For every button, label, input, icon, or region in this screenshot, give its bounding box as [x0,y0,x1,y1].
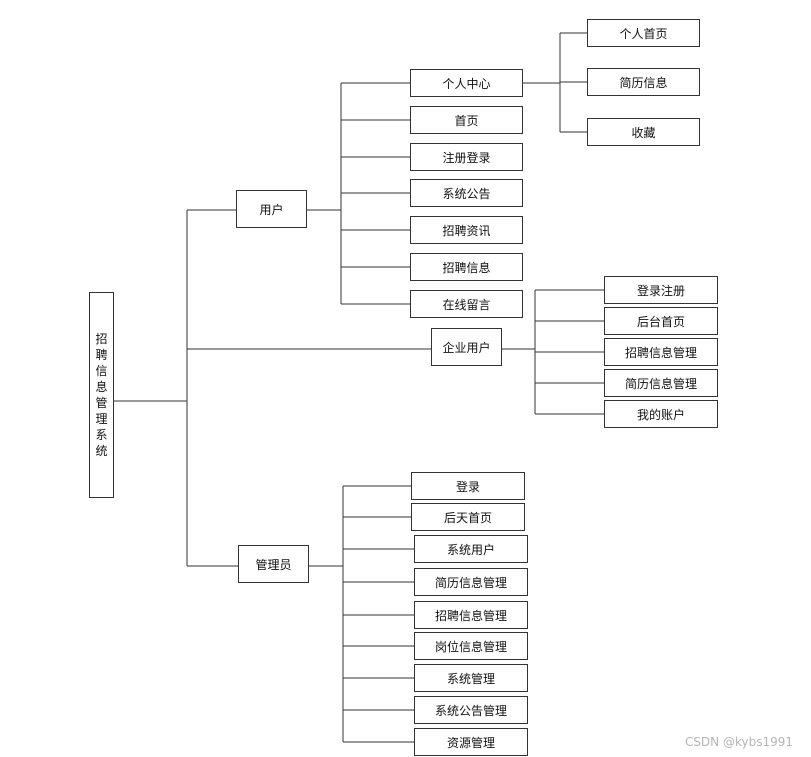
personal-item-home: 个人首页 [587,19,700,47]
admin-item-recruit-manage: 招聘信息管理 [414,601,528,629]
user-item-online-message: 在线留言 [410,290,523,318]
company-item-resume-manage: 简历信息管理 [604,369,718,397]
user-item-personal-center: 个人中心 [410,69,523,97]
root-node: 招聘信息管理系统 [89,292,114,498]
user-item-announcements: 系统公告 [410,179,523,207]
admin-item-resource-manage: 资源管理 [414,728,528,756]
company-item-my-account: 我的账户 [604,400,718,428]
admin-item-login: 登录 [411,472,525,500]
personal-item-favorites: 收藏 [587,118,700,146]
admin-item-system-manage: 系统管理 [414,664,528,692]
admin-item-system-users: 系统用户 [414,535,528,563]
personal-item-resume: 简历信息 [587,68,700,96]
company-item-backend-home: 后台首页 [604,307,718,335]
admin-item-position-manage: 岗位信息管理 [414,632,528,660]
user-item-recruit-info: 招聘信息 [410,253,523,281]
company-item-login-register: 登录注册 [604,276,718,304]
admin-item-resume-manage: 简历信息管理 [414,568,528,596]
company-user-node: 企业用户 [431,328,502,366]
watermark: CSDN @kybs1991 [684,735,793,749]
admin-item-announcement-manage: 系统公告管理 [414,696,528,724]
user-item-recruit-news: 招聘资讯 [410,216,523,244]
admin-item-backend-home: 后天首页 [411,503,525,531]
user-item-home: 首页 [410,106,523,134]
user-node: 用户 [236,190,307,228]
company-item-recruit-manage: 招聘信息管理 [604,338,718,366]
user-item-register-login: 注册登录 [410,143,523,171]
admin-node: 管理员 [238,545,309,583]
